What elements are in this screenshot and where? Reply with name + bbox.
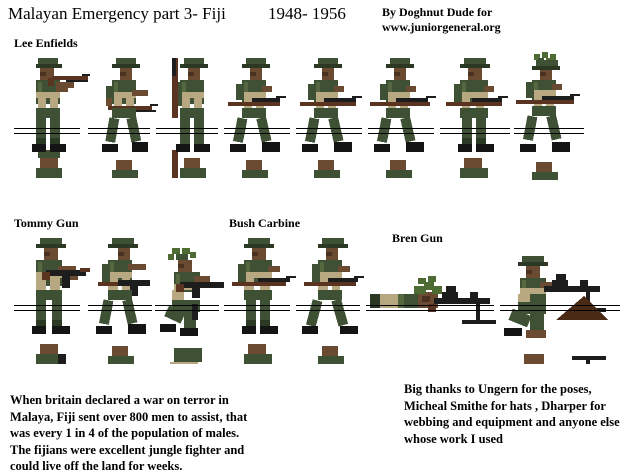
- ground-line-r2-1-top: [14, 305, 80, 306]
- sprite-bren-gunner-prone: [366, 266, 502, 352]
- ground-line-r2-3-bottom: [155, 310, 219, 311]
- section-label-tommy-gun: Tommy Gun: [14, 216, 79, 230]
- ground-line-top-4: [224, 128, 290, 129]
- ground-line-r2-4-bottom: [224, 310, 290, 311]
- sprite-bren-gunner-kneeling-behind-mound: [504, 252, 622, 364]
- ground-line-top-6: [368, 128, 434, 129]
- ground-line-r2-7-top: [500, 305, 620, 306]
- ground-line-bottom-4: [224, 133, 290, 134]
- sprite-rifleman-standing-firing: [18, 54, 90, 178]
- ground-line-bottom-1: [14, 133, 80, 134]
- historical-note-left: When britain declared a war on terror in…: [10, 393, 248, 473]
- sprite-tommygunner-walking: [90, 234, 166, 364]
- sprite-carbineer-standing-port: [226, 234, 306, 364]
- ground-line-r2-5-bottom: [296, 310, 360, 311]
- ground-line-r2-5-top: [296, 305, 360, 306]
- ground-line-top-2: [88, 128, 150, 129]
- ground-line-r2-6-bottom: [366, 310, 494, 311]
- ground-line-top-8: [514, 128, 584, 129]
- sprite-rifleman-advancing-foliage-hat: [514, 52, 594, 180]
- ground-line-r2-2-bottom: [88, 310, 152, 311]
- credit-line-2: www.juniorgeneral.org: [382, 20, 501, 34]
- sprite-rifleman-walking-1: [96, 54, 168, 178]
- figure-row-lee-enfields: [0, 50, 624, 185]
- credit-line-1: By Doghnut Dude for: [382, 5, 493, 19]
- ground-line-top-3: [156, 128, 218, 129]
- ground-line-r2-3-top: [155, 305, 219, 306]
- ground-line-top-5: [296, 128, 362, 129]
- ground-line-bottom-8: [514, 133, 584, 134]
- page-title: Malayan Emergency part 3- Fiji: [8, 4, 226, 23]
- sprite-rifleman-advancing-1: [224, 54, 304, 178]
- sprite-tommygunner-standing-fire: [18, 234, 94, 364]
- sprite-rifleman-standing-port: [442, 54, 522, 178]
- ground-line-top-1: [14, 128, 80, 129]
- date-range: 1948- 1956: [268, 4, 346, 23]
- ground-line-bottom-3: [156, 133, 218, 134]
- sprite-rifleman-advancing-2: [296, 54, 376, 178]
- section-label-lee-enfields: Lee Enfields: [14, 36, 78, 50]
- ground-line-r2-6-top: [366, 305, 494, 306]
- credits-note-right: Big thanks to Ungern for the poses, Mich…: [404, 382, 620, 446]
- ground-line-r2-7-bottom: [500, 310, 620, 311]
- ground-line-top-7: [440, 128, 510, 129]
- ground-line-r2-4-top: [224, 305, 290, 306]
- section-label-bush-carbine: Bush Carbine: [229, 216, 301, 230]
- sprite-rifleman-shoulder-arms: [162, 54, 234, 178]
- ground-line-bottom-6: [368, 133, 434, 134]
- sprite-rifleman-advancing-3: [368, 54, 448, 178]
- sprite-tommygunner-kneeling-foliage: [156, 248, 232, 364]
- sprite-carbineer-advancing: [300, 234, 380, 364]
- ground-line-r2-1-bottom: [14, 310, 80, 311]
- ground-line-bottom-5: [296, 133, 362, 134]
- ground-line-bottom-7: [440, 133, 510, 134]
- section-label-bren-gun: Bren Gun: [392, 231, 443, 245]
- ground-line-bottom-2: [88, 133, 150, 134]
- ground-line-r2-2-top: [88, 305, 152, 306]
- figure-row-secondary-weapons: [0, 230, 624, 370]
